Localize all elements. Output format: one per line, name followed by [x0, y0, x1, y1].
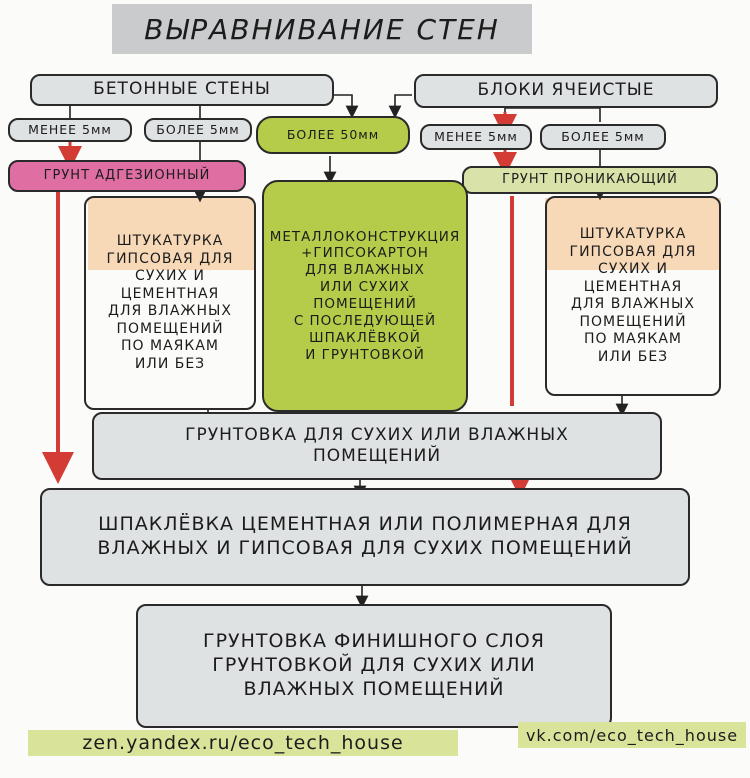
- putty-box: ШПАКЛЁВКА ЦЕМЕНТНАЯ ИЛИ ПОЛИМЕРНАЯ ДЛЯ В…: [40, 488, 690, 586]
- plaster-left-line: ИЛИ БЕЗ: [134, 355, 206, 372]
- metal-frame-line: ИЛИ СУХИХ: [320, 279, 410, 296]
- plaster-left-line: ЦЕМЕНТНАЯ: [120, 285, 220, 302]
- penetrating-primer-box: ГРУНТ ПРОНИКАЮЩИЙ: [462, 166, 718, 194]
- metal-frame-line: ДЛЯ ВЛАЖНЫХ: [305, 262, 425, 279]
- peach-highlight-left: [88, 198, 254, 270]
- peach-highlight-right: [545, 198, 721, 270]
- plaster-right-line: СУХИХ И: [598, 261, 668, 277]
- metal-frame-line: И ГРУНТОВКОЙ: [305, 346, 425, 363]
- plaster-left-line: ШТУКАТУРКА: [116, 233, 224, 249]
- metal-frame-line: МЕТАЛЛОКОНСТРУКЦИЯ: [269, 228, 461, 245]
- footer-zen-link[interactable]: zen.yandex.ru/eco_tech_house: [28, 730, 458, 756]
- concrete-less-5mm: МЕНЕЕ 5мм: [8, 118, 132, 142]
- plaster-left-line: ГИПСОВАЯ ДЛЯ: [106, 250, 234, 267]
- concrete-more-5mm: БОЛЕЕ 5мм: [144, 118, 252, 142]
- finish-primer-box: ГРУНТОВКА ФИНИШНОГО СЛОЯ ГРУНТОВКОЙ ДЛЯ …: [136, 604, 612, 728]
- priming-box: ГРУНТОВКА ДЛЯ СУХИХ ИЛИ ВЛАЖНЫХ ПОМЕЩЕНИ…: [92, 412, 662, 480]
- metal-frame-line: С ПОСЛЕДУЮЩЕЙ: [293, 312, 437, 329]
- concrete-walls-box: БЕТОННЫЕ СТЕНЫ: [30, 74, 334, 106]
- metal-frame-line: +ГИПСОКАРТОН: [301, 245, 429, 262]
- blocks-less-5mm: МЕНЕЕ 5мм: [420, 124, 532, 150]
- plaster-right-line: ИЛИ БЕЗ: [597, 348, 669, 365]
- cellular-blocks-box: БЛОКИ ЯЧЕИСТЫЕ: [414, 74, 718, 108]
- footer-vk-link[interactable]: vk.com/eco_tech_house: [518, 722, 746, 748]
- diagram-title: ВЫРАВНИВАНИЕ СТЕН: [112, 4, 532, 54]
- plaster-right-line: ГИПСОВАЯ ДЛЯ: [569, 243, 697, 260]
- over-50mm-box: БОЛЕЕ 50мм: [256, 116, 410, 154]
- plaster-right-line: ДЛЯ ВЛАЖНЫХ: [571, 296, 695, 312]
- plaster-right-box: ШТУКАТУРКА ГИПСОВАЯ ДЛЯ СУХИХ И ЦЕМЕНТНА…: [545, 196, 721, 396]
- plaster-left-line: ДЛЯ ВЛАЖНЫХ: [108, 303, 232, 319]
- plaster-left-line: ПОМЕЩЕНИЙ: [116, 320, 224, 337]
- plaster-right-line: ЦЕМЕНТНАЯ: [583, 278, 683, 295]
- metal-frame-line: ШПАКЛЁВКОЙ: [309, 329, 421, 346]
- plaster-right-line: ПО МАЯКАМ: [584, 331, 682, 347]
- plaster-left-line: ПО МАЯКАМ: [121, 338, 219, 354]
- metal-frame-box: МЕТАЛЛОКОНСТРУКЦИЯ +ГИПСОКАРТОН ДЛЯ ВЛАЖ…: [262, 180, 468, 412]
- blocks-more-5mm: БОЛЕЕ 5мм: [540, 124, 666, 150]
- plaster-right-line: ШТУКАТУРКА: [579, 226, 687, 242]
- plaster-left-line: СУХИХ И: [135, 268, 205, 284]
- adhesive-primer-box: ГРУНТ АДГЕЗИОННЫЙ: [8, 160, 246, 192]
- plaster-right-line: ПОМЕЩЕНИЙ: [579, 313, 687, 330]
- plaster-left-box: ШТУКАТУРКА ГИПСОВАЯ ДЛЯ СУХИХ И ЦЕМЕНТНА…: [84, 196, 256, 410]
- metal-frame-line: ПОМЕЩЕНИЙ: [313, 296, 417, 312]
